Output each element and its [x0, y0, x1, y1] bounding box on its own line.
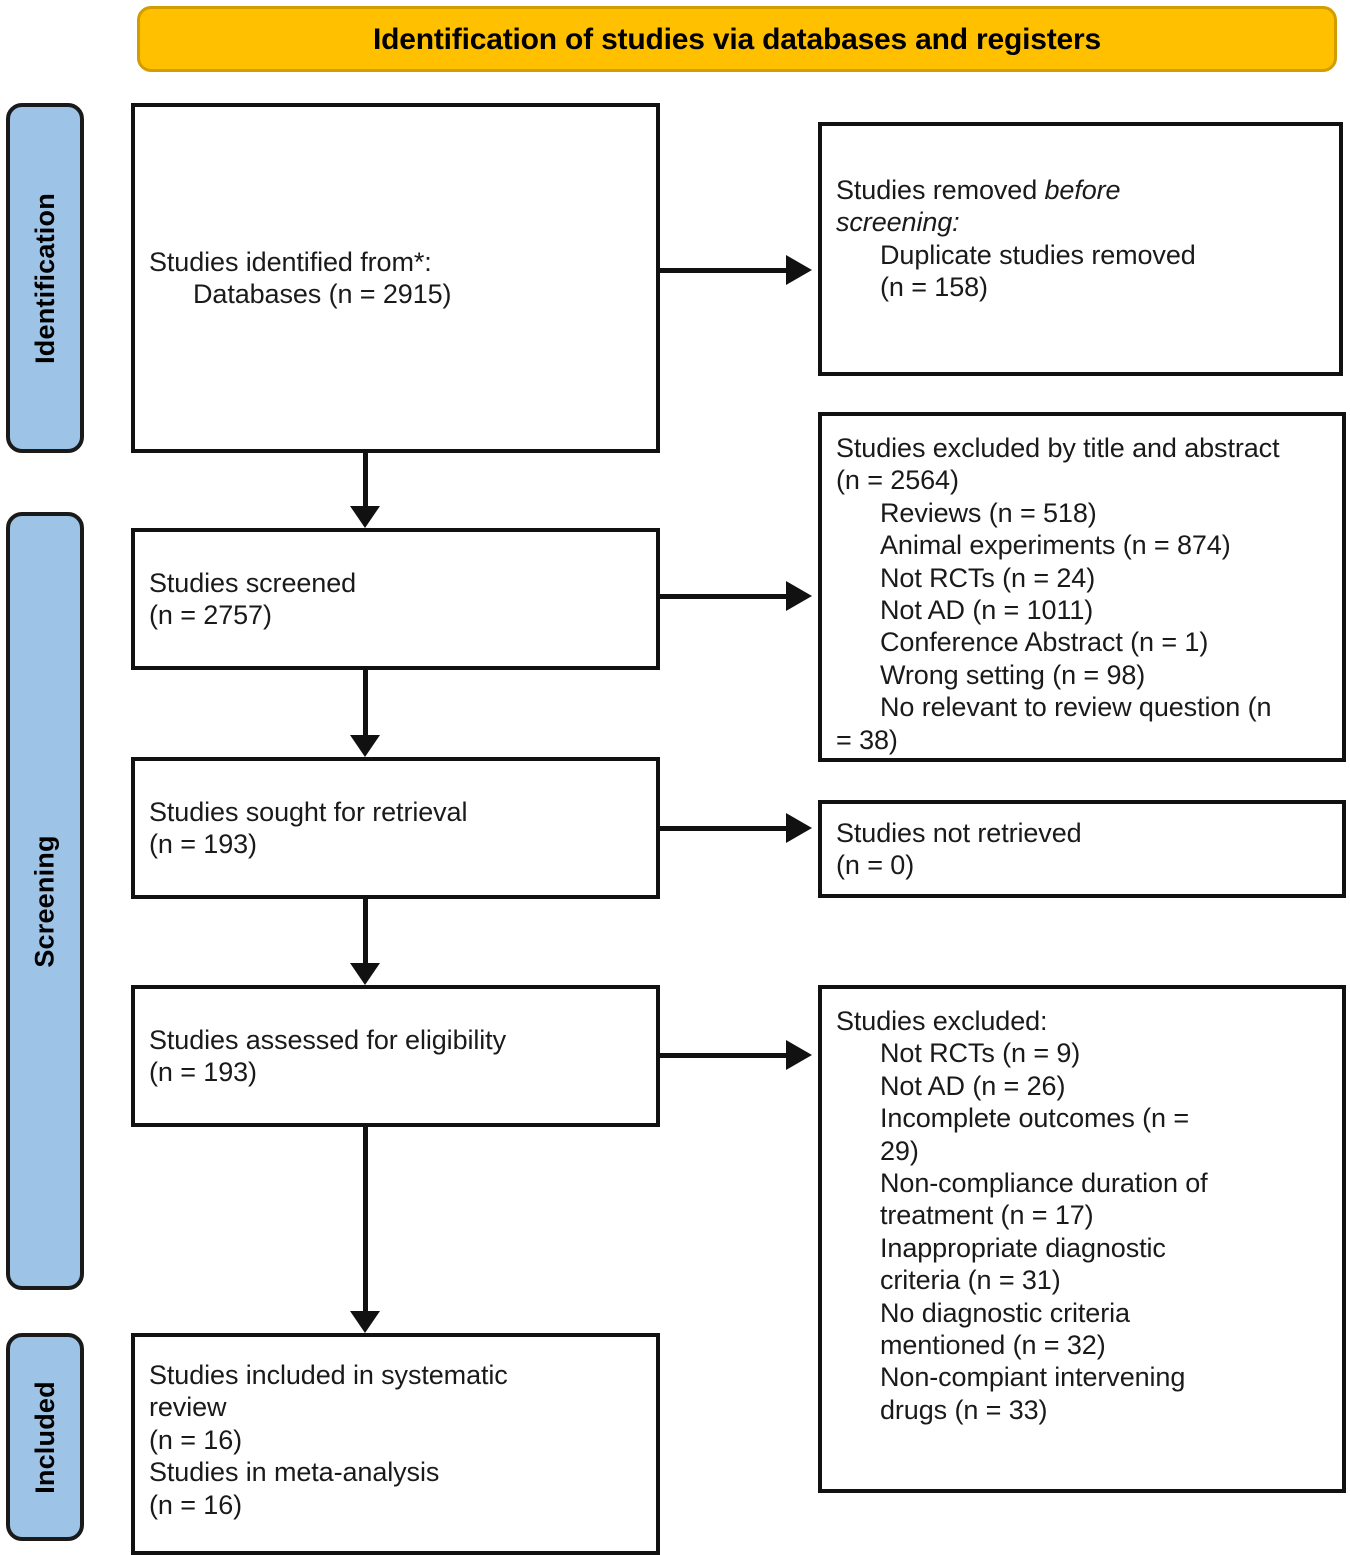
banner-title: Identification of studies via databases …	[373, 22, 1101, 56]
box-studies-excluded-title-abstract: Studies excluded by title and abstract (…	[818, 412, 1346, 762]
text-line: Studies assessed for eligibility	[149, 1024, 506, 1055]
text-line: mentioned (n = 32)	[880, 1329, 1106, 1360]
stage-label-included: Included	[29, 1380, 60, 1494]
arrowhead-right-icon	[786, 581, 812, 611]
box-studies-identified: Studies identified from*: Databases (n =…	[131, 103, 660, 453]
text-line: Non-compiant intervening	[880, 1362, 1186, 1393]
text-line: Studies sought for retrieval	[149, 796, 468, 827]
text-line: Animal experiments (n = 874)	[880, 530, 1231, 561]
text-line: (n = 193)	[149, 1057, 257, 1087]
connector-sought-to-assessed	[363, 899, 368, 963]
text-line: Databases (n = 2915)	[193, 279, 452, 309]
text-line: Studies included in systematic	[149, 1360, 508, 1390]
text-line: Duplicate studies removed	[880, 239, 1196, 270]
text-line: (n = 2757)	[149, 600, 272, 630]
text-line: screening:	[836, 207, 960, 238]
box-studies-removed-before-screening: Studies removed before screening: Duplic…	[818, 122, 1343, 376]
arrowhead-down-icon	[350, 963, 380, 985]
arrowhead-right-icon	[786, 813, 812, 843]
arrowhead-down-icon	[350, 1311, 380, 1333]
stage-label-screening: Screening	[29, 834, 60, 968]
text-line: No diagnostic criteria	[880, 1297, 1130, 1328]
text-line: Not AD (n = 1011)	[880, 594, 1094, 625]
arrowhead-down-icon	[350, 506, 380, 528]
text-segment: Studies removed	[836, 175, 1045, 205]
text-line: (n = 0)	[836, 850, 915, 880]
connector-screened-to-sought	[363, 670, 368, 735]
text-line: Reviews (n = 518)	[880, 497, 1097, 528]
stage-bar-identification: Identification	[6, 103, 84, 453]
connector-screened-to-excluded	[660, 594, 790, 599]
arrowhead-down-icon	[350, 735, 380, 757]
arrowhead-right-icon	[786, 1040, 812, 1070]
connector-assessed-to-included	[363, 1127, 368, 1311]
text-line: (n = 158)	[880, 272, 988, 303]
box-studies-included: Studies included in systematic review (n…	[131, 1333, 660, 1555]
text-line: Non-compliance duration of	[880, 1167, 1208, 1198]
text-line: treatment (n = 17)	[880, 1200, 1094, 1231]
text-line: Not RCTs (n = 24)	[880, 562, 1096, 593]
text-line: Incomplete outcomes (n =	[880, 1103, 1190, 1134]
text-line: (n = 16)	[149, 1489, 243, 1520]
text-line: Not AD (n = 26)	[880, 1070, 1066, 1101]
text-line: Studies identified from*:	[149, 246, 432, 277]
text-line: (n = 193)	[149, 829, 257, 859]
text-line: Studies in meta-analysis	[149, 1457, 440, 1488]
stage-bar-screening: Screening	[6, 512, 84, 1290]
box-studies-assessed-for-eligibility: Studies assessed for eligibility (n = 19…	[131, 985, 660, 1127]
text-line: Conference Abstract (n = 1)	[880, 627, 1209, 658]
text-line: Studies removed before	[836, 175, 1121, 205]
text-line: Inappropriate diagnostic	[880, 1232, 1166, 1263]
text-line: Wrong setting (n = 98)	[880, 659, 1146, 690]
connector-assessed-to-excluded	[660, 1053, 790, 1058]
text-line: Studies excluded by title and abstract	[836, 433, 1280, 463]
text-line: Studies not retrieved	[836, 817, 1082, 848]
text-line: Studies excluded:	[836, 1006, 1048, 1036]
diagram-header-banner: Identification of studies via databases …	[137, 6, 1337, 72]
text-line: criteria (n = 31)	[880, 1265, 1061, 1296]
text-line: (n = 2564)	[836, 465, 959, 496]
stage-bar-included: Included	[6, 1333, 84, 1541]
text-line: Studies screened	[149, 567, 357, 598]
connector-identified-to-removed	[660, 268, 790, 273]
box-studies-sought-for-retrieval: Studies sought for retrieval (n = 193)	[131, 757, 660, 899]
text-line: (n = 16)	[149, 1424, 243, 1455]
stage-label-identification: Identification	[29, 192, 60, 364]
text-line: review	[149, 1392, 227, 1423]
connector-identified-to-screened	[363, 453, 368, 506]
text-line: 29)	[880, 1135, 919, 1166]
text-line: drugs (n = 33)	[880, 1394, 1048, 1425]
connector-sought-to-not-retrieved	[660, 826, 790, 831]
box-studies-screened: Studies screened (n = 2757)	[131, 528, 660, 670]
box-studies-excluded-eligibility: Studies excluded: Not RCTs (n = 9) Not A…	[818, 985, 1346, 1493]
text-line: No relevant to review question (n	[880, 692, 1272, 723]
text-line: Not RCTs (n = 9)	[880, 1038, 1081, 1069]
text-line: = 38)	[836, 724, 898, 755]
arrowhead-right-icon	[786, 255, 812, 285]
box-studies-not-retrieved: Studies not retrieved (n = 0)	[818, 800, 1346, 898]
